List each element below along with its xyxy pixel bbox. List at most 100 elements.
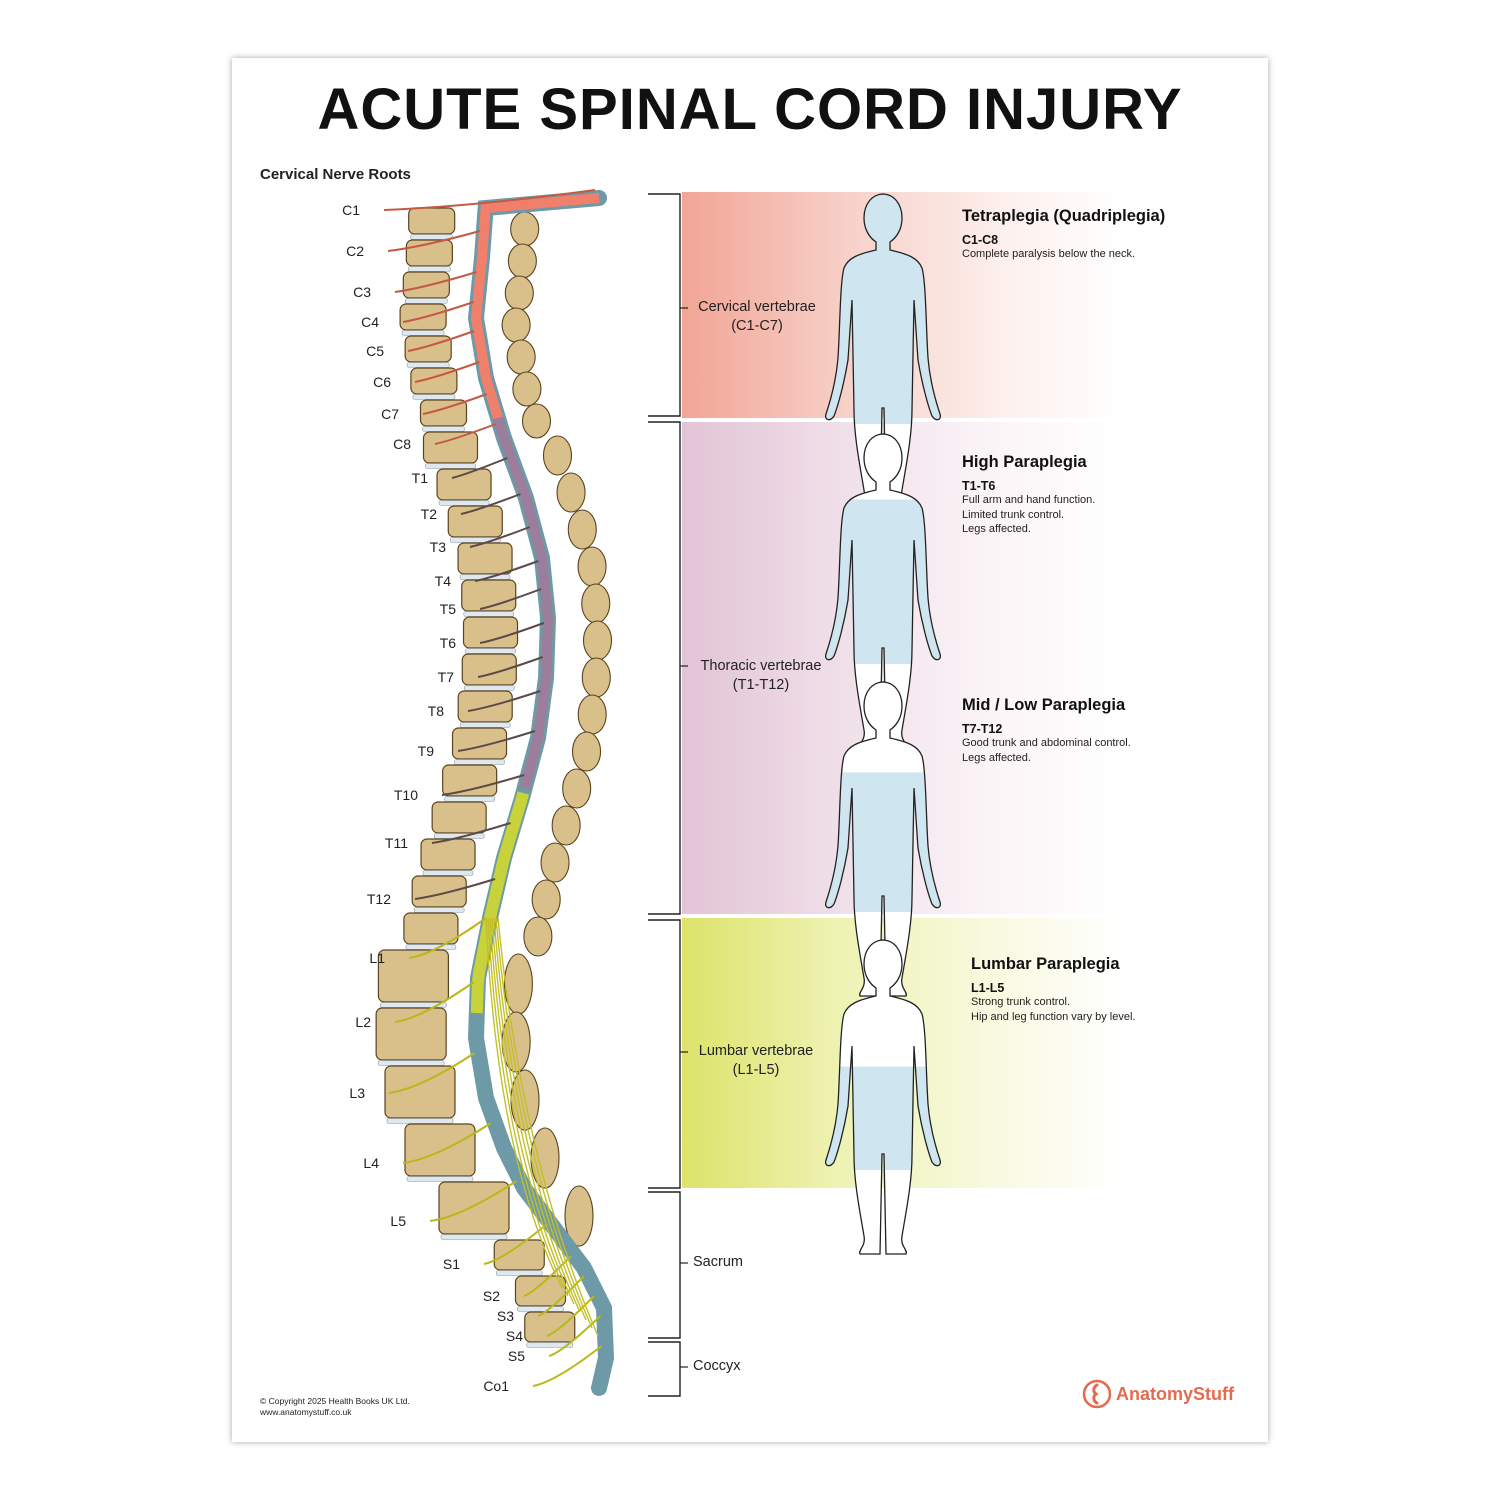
region-label-cervical-range: (C1-C7) bbox=[731, 318, 783, 334]
spinous-process bbox=[577, 546, 607, 587]
logo-icon bbox=[1082, 1379, 1112, 1409]
spinous-process bbox=[506, 339, 536, 375]
intervertebral-disc bbox=[413, 907, 465, 913]
intervertebral-disc bbox=[425, 463, 476, 469]
copyright: © Copyright 2025 Health Books UK Ltd. ww… bbox=[260, 1396, 410, 1418]
spinous-process bbox=[512, 371, 542, 407]
nerve-root bbox=[474, 560, 539, 582]
spinous-process bbox=[501, 1011, 531, 1073]
condition-desc: Hip and leg function vary by level. bbox=[971, 1010, 1136, 1023]
region-label-lumbar-range: (L1-L5) bbox=[732, 1062, 780, 1078]
nerve-label-l4: L4 bbox=[363, 1155, 379, 1171]
region-label-cervical-name: Cervical vertebrae bbox=[698, 299, 816, 315]
spinous-process bbox=[556, 472, 586, 513]
nerve-label-t7: T7 bbox=[438, 669, 455, 685]
nerve-root bbox=[467, 690, 541, 712]
figure-outline bbox=[824, 939, 942, 1255]
nerve-label-s1: S1 bbox=[443, 1256, 460, 1272]
intervertebral-disc bbox=[401, 330, 445, 336]
nerve-label-c5: C5 bbox=[366, 343, 384, 359]
poster: ACUTE SPINAL CORD INJURY Cervical Nerve … bbox=[232, 58, 1268, 1442]
region-label-coccyx: Coccyx bbox=[693, 1358, 741, 1374]
condition-desc: Good trunk and abdominal control. bbox=[962, 737, 1131, 749]
vertebral-body bbox=[377, 949, 449, 1003]
intervertebral-disc bbox=[444, 796, 495, 802]
spinous-process bbox=[507, 243, 537, 279]
nerve-label-t6: T6 bbox=[440, 635, 457, 651]
intervertebral-disc bbox=[422, 426, 465, 432]
intervertebral-disc bbox=[465, 648, 516, 654]
spinous-process bbox=[542, 435, 573, 476]
spinous-process bbox=[523, 916, 553, 957]
vertebral-body bbox=[404, 1123, 476, 1177]
bracket-thoracic bbox=[648, 421, 681, 915]
vertebral-body bbox=[457, 542, 513, 575]
nerve-label-s3: S3 bbox=[497, 1308, 514, 1324]
condition-desc: Legs affected. bbox=[962, 751, 1031, 764]
condition-level: T7-T12 bbox=[962, 722, 1003, 736]
cervical-cord bbox=[470, 193, 600, 420]
nerve-root bbox=[479, 622, 545, 644]
vertebral-column: C1C2C3C4C5C6C7C8T1T2T3T4T5T6T7T8T9T10T11… bbox=[342, 189, 688, 1397]
nerve-label-s4: S4 bbox=[506, 1328, 523, 1344]
lumbar-cord bbox=[470, 791, 530, 1014]
nerve-label-t4: T4 bbox=[435, 573, 452, 589]
condition-title: Lumbar Paraplegia bbox=[971, 955, 1120, 973]
vertebral-body bbox=[422, 431, 479, 464]
nerve-label-l2: L2 bbox=[355, 1014, 371, 1030]
figure-outline bbox=[824, 681, 942, 997]
bracket-lumbar bbox=[648, 919, 681, 1189]
cauda-equina bbox=[495, 917, 593, 1329]
intervertebral-disc bbox=[495, 1270, 543, 1276]
nerve-label-c4: C4 bbox=[361, 314, 379, 330]
condition-tetraplegia: Tetraplegia (Quadriplegia) C1-C8 Complet… bbox=[962, 207, 1165, 262]
nerve-root bbox=[414, 878, 496, 900]
vertebral-body bbox=[408, 207, 456, 235]
spine-illustration: C1C2C3C4C5C6C7C8T1T2T3T4T5T6T7T8T9T10T11… bbox=[342, 189, 942, 1397]
intervertebral-disc bbox=[412, 394, 456, 400]
intervertebral-disc bbox=[406, 362, 450, 368]
vertebral-body bbox=[462, 616, 519, 649]
intervertebral-disc bbox=[440, 1234, 508, 1240]
nerve-label-t9: T9 bbox=[418, 743, 435, 759]
website-text: www.anatomystuff.co.uk bbox=[260, 1407, 352, 1417]
nerve-label-t3: T3 bbox=[430, 539, 447, 555]
intervertebral-disc bbox=[517, 1306, 564, 1312]
region-label-thoracic: Thoracic vertebrae (T1-T12) bbox=[688, 657, 834, 695]
spinous-process bbox=[504, 275, 534, 311]
vertebral-body bbox=[431, 801, 487, 834]
thoracic-cord bbox=[493, 416, 554, 790]
condition-title: High Paraplegia bbox=[962, 453, 1087, 471]
intervertebral-disc bbox=[405, 298, 448, 304]
spinous-process bbox=[501, 307, 531, 343]
spinous-process bbox=[581, 657, 611, 698]
spinous-process bbox=[564, 1185, 594, 1247]
vertebral-body bbox=[419, 399, 468, 427]
nerve-root bbox=[422, 393, 488, 415]
nerve-label-c7: C7 bbox=[381, 406, 399, 422]
nerve-root bbox=[394, 981, 475, 1023]
copyright-text: © Copyright 2025 Health Books UK Ltd. bbox=[260, 1396, 410, 1406]
nerve-label-c6: C6 bbox=[373, 374, 391, 390]
intervertebral-disc bbox=[463, 611, 515, 617]
nerve-root bbox=[532, 1345, 603, 1387]
condition-desc: Strong trunk control. bbox=[971, 996, 1071, 1008]
nerve-label-c3: C3 bbox=[353, 284, 371, 300]
region-label-thoracic-range: (T1-T12) bbox=[732, 677, 790, 693]
condition-title: Tetraplegia (Quadriplegia) bbox=[962, 207, 1166, 225]
intervertebral-disc bbox=[526, 1342, 574, 1348]
region-label-lumbar: Lumbar vertebrae (L1-L5) bbox=[688, 1042, 824, 1080]
nerve-root bbox=[537, 1275, 585, 1317]
nerve-root bbox=[434, 423, 497, 445]
condition-title: Mid / Low Paraplegia bbox=[962, 696, 1126, 714]
nerve-root bbox=[387, 230, 481, 252]
nerve-label-l3: L3 bbox=[349, 1085, 365, 1101]
nerve-root bbox=[402, 1122, 492, 1164]
nerve-label-t10: T10 bbox=[394, 787, 418, 803]
vertebral-body bbox=[524, 1311, 576, 1343]
condition-mid-low-paraplegia: Mid / Low Paraplegia T7-T12 Good trunk a… bbox=[962, 696, 1131, 765]
nerve-label-c2: C2 bbox=[346, 243, 364, 259]
spinous-process bbox=[531, 879, 561, 920]
nerve-root bbox=[407, 330, 475, 352]
nerve-root bbox=[483, 1223, 548, 1265]
